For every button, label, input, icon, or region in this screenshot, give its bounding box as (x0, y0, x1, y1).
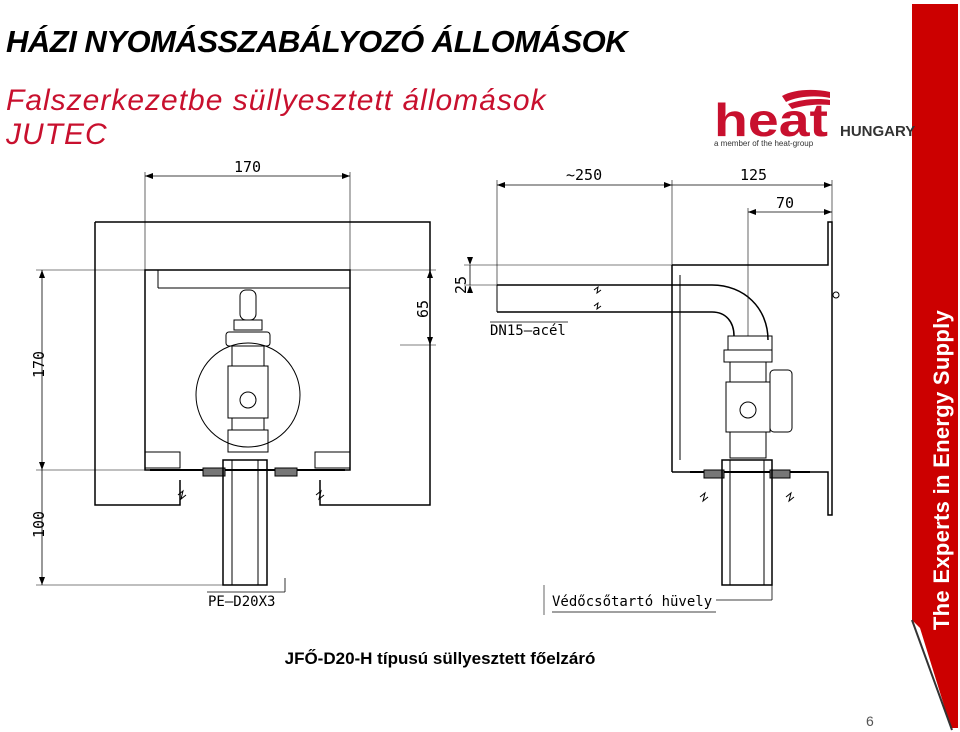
dim-height-170: 170 (30, 351, 48, 378)
subtitle-line-1: Falszerkezetbe süllyesztett állomások (6, 84, 547, 117)
page-number: 6 (866, 713, 874, 729)
figure-caption: JFŐ-D20-H típusú süllyesztett főelzáró (284, 649, 596, 668)
dim-width-125: 125 (740, 166, 767, 184)
logo-tagline: a member of the heat-group (714, 139, 814, 148)
dim-width-70: 70 (776, 194, 794, 212)
dim-height-25: 25 (452, 276, 470, 294)
page-title: HÁZI NYOMÁSSZABÁLYOZÓ ÁLLOMÁSOK (6, 24, 628, 59)
logo-brand: heat (714, 94, 828, 146)
logo-flame-icon (782, 89, 830, 109)
dim-width-170: 170 (234, 160, 261, 176)
inlet-label: PE–D20X3 (208, 594, 275, 610)
dim-height-100: 100 (30, 511, 48, 538)
page-subtitle: Falszerkezetbe süllyesztett állomások JU… (6, 84, 547, 152)
pipe-label: DN15–acél (490, 323, 566, 339)
technical-drawing: 170 170 100 65 25 ~250 125 70 DN15–acél … (30, 160, 840, 615)
dim-approx-250: ~250 (566, 166, 602, 184)
sleeve-label: Védőcsőtartó hüvely (552, 594, 712, 610)
dim-height-65: 65 (414, 300, 432, 318)
subtitle-line-2: JUTEC (6, 118, 108, 151)
heat-logo: heat a member of the heat-group HUNGARY (714, 89, 915, 148)
sidebar-slogan: The Experts in Energy Supply (929, 309, 954, 631)
logo-country: HUNGARY (840, 123, 915, 140)
